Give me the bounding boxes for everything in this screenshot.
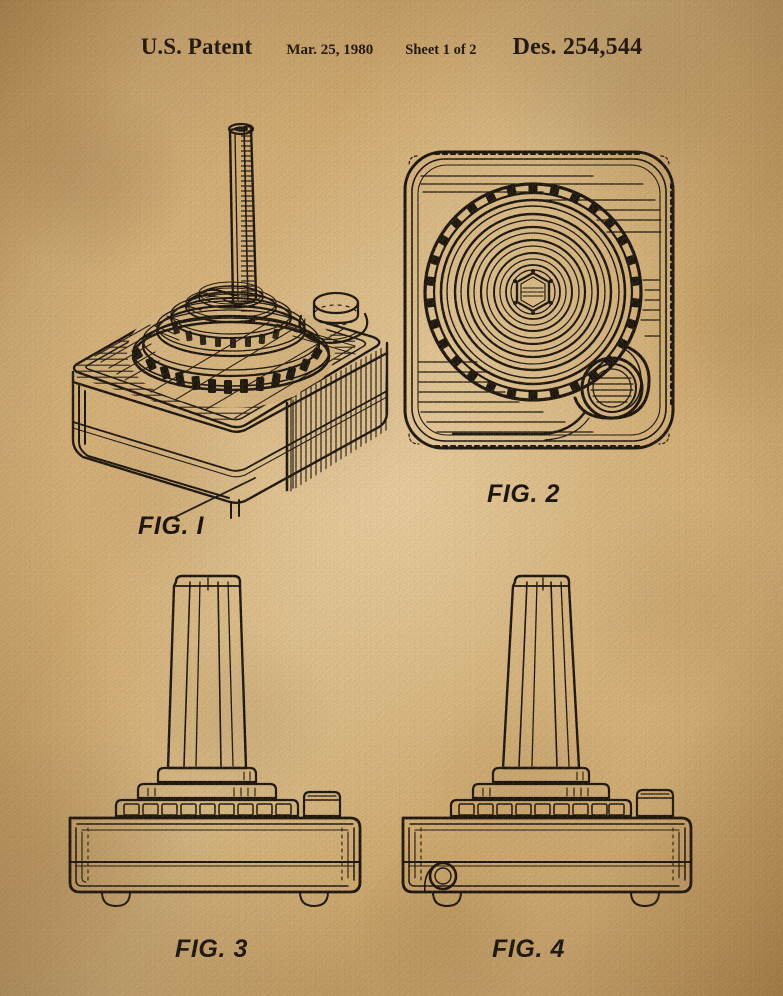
sheet-number: Sheet 1 of 2 [405,42,477,58]
patent-number: Des. 254,544 [512,34,643,60]
figure-3-side-view-drawing [48,560,388,920]
figure-2-label: FIG. 2 [487,480,561,508]
figure-2-top-view-drawing [393,140,693,470]
patent-office-label: U.S. Patent [140,34,253,59]
patent-date: Mar. 25, 1980 [286,42,374,58]
figure-1-perspective-drawing [55,100,415,520]
patent-header: U.S. Patent Mar. 25, 1980 Sheet 1 of 2 D… [0,34,783,68]
figure-1-label: FIG. I [138,512,205,540]
figure-4-side-view-drawing [385,560,725,920]
figure-3-label: FIG. 3 [175,935,249,963]
figure-4-label: FIG. 4 [492,935,566,963]
